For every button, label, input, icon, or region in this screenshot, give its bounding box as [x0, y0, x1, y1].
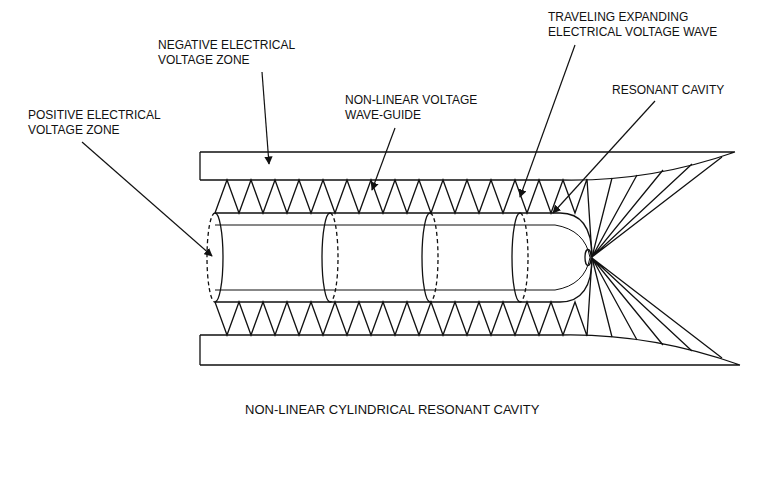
callout-label: TRAVELING EXPANDING ELECTRICAL VOLTAGE W…: [548, 10, 738, 40]
zigzag-waveguide-bottom: [215, 258, 722, 358]
cross-section: [512, 213, 520, 302]
inner-cylinder: [215, 213, 592, 302]
cross-section: [215, 213, 223, 302]
cross-section: [520, 213, 528, 302]
inner-tube: [215, 225, 590, 290]
cross-section: [207, 213, 215, 302]
zigzag-waveguide: [215, 157, 722, 257]
cross-section: [330, 213, 338, 302]
cross-section: [422, 213, 430, 302]
callout-label: RESONANT CAVITY: [612, 83, 762, 98]
callout-label: NON-LINEAR VOLTAGE WAVE-GUIDE: [345, 93, 495, 123]
callout-label: POSITIVE ELECTRICAL VOLTAGE ZONE: [28, 108, 193, 138]
cross-section: [322, 213, 330, 302]
tip-ellipse: [585, 250, 591, 266]
callout-label: NEGATIVE ELECTRICAL VOLTAGE ZONE: [158, 38, 323, 68]
cross-section: [430, 213, 438, 302]
leader-lines: [82, 45, 655, 256]
outer-band-top: [200, 152, 735, 180]
diagram-caption: NON-LINEAR CYLINDRICAL RESONANT CAVITY: [245, 402, 539, 418]
